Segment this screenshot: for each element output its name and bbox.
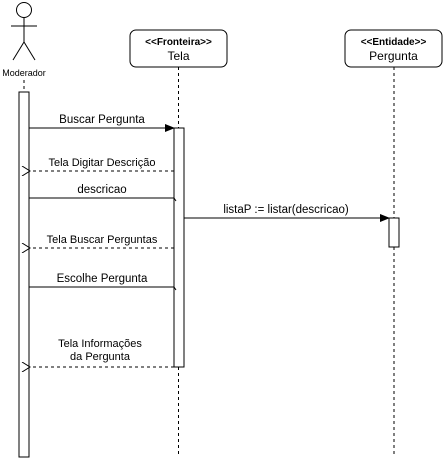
participant-pergunta: <<Entidade>> Pergunta [344, 29, 443, 68]
pergunta-activation-bar [388, 217, 400, 248]
message-label: listaP := listar(descricao) [223, 204, 349, 216]
participant-pergunta-name: Pergunta [369, 49, 418, 63]
message-tela-informacoes-da-pergunta: Tela Informações da Pergunta [30, 338, 174, 367]
message-label: Tela Buscar Perguntas [47, 234, 158, 246]
tela-activation-bar [173, 127, 185, 368]
actor-left-leg [12, 41, 25, 61]
message-arrowhead [173, 286, 177, 291]
message-listar: listaP := listar(descricao) [184, 204, 390, 222]
message-label: Escolhe Pergunta [57, 273, 148, 285]
message-tela-buscar-perguntas: Tela Buscar Perguntas [30, 234, 174, 248]
message-escolhe-pergunta: Escolhe Pergunta [29, 273, 177, 291]
message-buscar-pergunta: Buscar Pergunta [29, 114, 175, 132]
message-arrowhead [173, 197, 177, 202]
message-descricao: descricao [29, 184, 177, 202]
actor-right-leg [23, 41, 36, 61]
message-label: Buscar Pergunta [59, 114, 145, 126]
actor-activation-bar [18, 91, 30, 458]
participant-tela-stereotype: <<Fronteira>> [145, 37, 212, 48]
message-label-line-1: Tela Informações [58, 338, 142, 350]
actor-moderador: Moderador [2, 2, 46, 78]
message-label: descricao [77, 184, 126, 196]
participant-tela: <<Fronteira>> Tela [129, 29, 228, 68]
message-label-line-2: da Pergunta [70, 351, 131, 363]
message-tela-digitar-descricao: Tela Digitar Descrição [30, 157, 174, 171]
actor-head [16, 2, 32, 18]
participant-pergunta-stereotype: <<Entidade>> [361, 37, 427, 48]
message-label: Tela Digitar Descrição [49, 157, 156, 169]
actor-name: Moderador [2, 68, 46, 78]
participant-tela-name: Tela [167, 49, 189, 63]
